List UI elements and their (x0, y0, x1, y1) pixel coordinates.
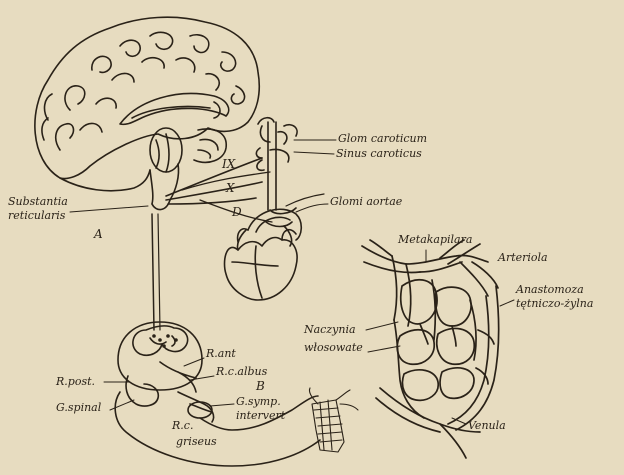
label-glomi-aortae: Glomi aortae (330, 196, 402, 208)
label-arteriola: Arteriola (498, 252, 548, 264)
label-nerve-ix: IX (222, 158, 235, 170)
label-glom-caroticum: Glom caroticum (338, 133, 427, 145)
descending-pathway (152, 214, 160, 330)
label-griseus: griseus (176, 436, 217, 448)
label-nerve-x: X (226, 182, 235, 194)
label-letter-b: B (256, 380, 265, 392)
label-r-c-albus: R.c.albus (216, 366, 267, 378)
leader-lines (70, 140, 514, 424)
label-tetniczo-zylna: tętniczo-żylna (516, 298, 593, 310)
label-metakapilara: Metakapilara (398, 234, 472, 246)
label-venula: Venula (468, 420, 506, 432)
carotid-aorta-heart (166, 118, 324, 300)
label-anastomoza: Anastomoza (516, 284, 584, 296)
label-r-post: R.post. (56, 376, 95, 388)
label-r-ant: R.ant (206, 348, 236, 360)
label-letter-d: D (232, 206, 242, 218)
label-g-spinal: G.spinal (56, 402, 101, 414)
label-reticularis: reticularis (8, 210, 65, 222)
label-g-symp: G.symp. (236, 396, 281, 408)
label-substantia: Substantia (8, 196, 68, 208)
label-naczynia: Naczynia (304, 324, 356, 336)
label-wlosowate: włosowate (304, 342, 363, 354)
spinal-cord-section (115, 322, 320, 466)
label-intervert: intervert (236, 410, 285, 422)
label-letter-a: A (94, 228, 103, 240)
label-r-c: R.c. (172, 420, 193, 432)
label-sinus-caroticus: Sinus caroticus (336, 148, 422, 160)
